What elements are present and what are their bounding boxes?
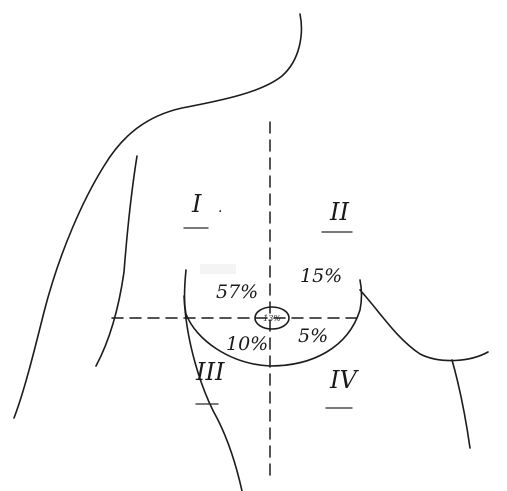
quadrant-4-numeral: IV — [329, 366, 359, 394]
quadrant-2-numeral: II — [329, 198, 349, 226]
quadrant-1-dot: . — [218, 200, 222, 216]
torso-right-line — [360, 290, 488, 361]
inner-arm-line — [96, 156, 137, 366]
quadrant-1-numeral: I — [191, 190, 202, 218]
neck-shoulder-outline — [14, 14, 301, 418]
quadrant-3-numeral: III — [195, 358, 225, 386]
chest-right-line — [452, 360, 470, 448]
faint-smudge — [200, 264, 236, 274]
quadrant-1-percent: 57% — [216, 281, 258, 303]
quadrant-4-percent: 5% — [298, 325, 328, 347]
quadrant-3-percent: 10% — [226, 333, 268, 355]
center-percent-label: 13% — [263, 314, 281, 323]
quadrant-2-percent: 15% — [300, 265, 342, 287]
